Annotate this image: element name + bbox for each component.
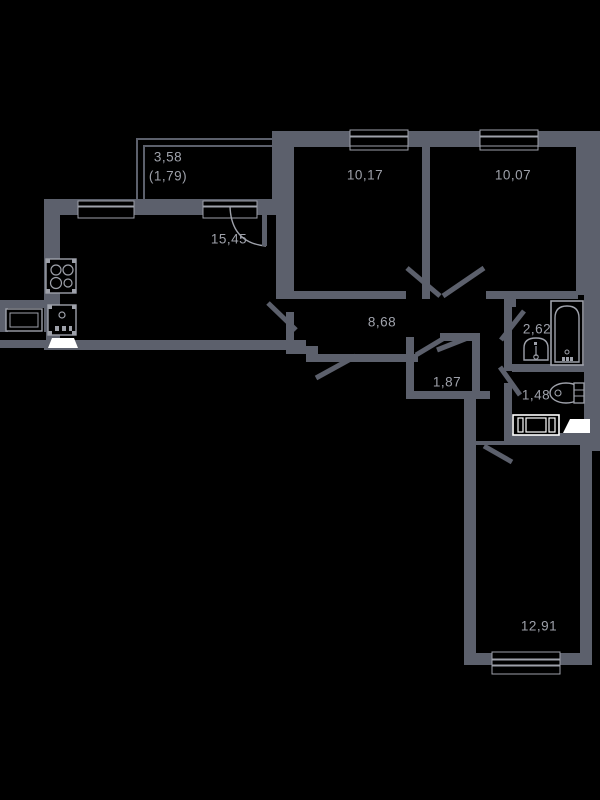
wall-entry-pier-2 bbox=[260, 199, 276, 207]
wall-wc-south bbox=[504, 433, 592, 443]
balcony-wall-top bbox=[136, 138, 272, 140]
door-bedroom-left bbox=[405, 266, 442, 298]
bathroom-sink-icon bbox=[523, 337, 549, 361]
wall-between-bedrooms-lower bbox=[422, 247, 430, 299]
room-label-bedroom-left: 10,17 bbox=[347, 168, 383, 183]
door-balcony bbox=[229, 204, 267, 247]
wall-kitchen-bottom bbox=[44, 340, 292, 350]
room-labels: 15,45 10,17 10,07 8,68 1,87 2,62 1,48 12… bbox=[149, 150, 557, 634]
wall-between-bedrooms-upper bbox=[422, 147, 430, 247]
fixture-group bbox=[45, 258, 590, 436]
balcony-wall-left bbox=[136, 138, 138, 202]
wall-storage-east bbox=[472, 337, 480, 399]
wall-window-recess-bottom bbox=[0, 340, 52, 348]
stove-icon bbox=[45, 258, 77, 294]
window-kitchen-left bbox=[0, 308, 46, 340]
window-bedroom-bottom bbox=[491, 651, 561, 675]
window-bedroom-left bbox=[349, 129, 409, 151]
room-label-kitchen-living: 15,45 bbox=[211, 232, 247, 247]
wall-bedroom-bottom-north bbox=[476, 441, 592, 445]
wall-bathroom-south bbox=[512, 364, 584, 372]
door-kitchen bbox=[266, 301, 298, 332]
wall-entry-pier bbox=[272, 147, 288, 207]
wall-exterior-top bbox=[272, 131, 600, 147]
wall-bedroom-left-west bbox=[286, 147, 294, 299]
room-label-bedroom-bottom: 12,91 bbox=[521, 619, 557, 634]
door-bedroom-right bbox=[441, 265, 486, 299]
kitchen-sink-icon bbox=[47, 304, 78, 348]
window-kitchen-top bbox=[77, 200, 135, 219]
wall-storage-north bbox=[440, 333, 480, 341]
room-label-storage: 1,87 bbox=[433, 375, 461, 390]
wall-storage-west bbox=[406, 337, 414, 399]
wall-kitchen-right-stub bbox=[286, 312, 294, 344]
bathtub-icon bbox=[550, 300, 584, 366]
door-storage bbox=[414, 334, 448, 358]
door-bedroom-bottom bbox=[314, 353, 358, 381]
door-storage-upper bbox=[436, 334, 471, 353]
wall-kitchen-right bbox=[276, 199, 286, 299]
room-label-bedroom-right: 10,07 bbox=[495, 168, 531, 183]
balcony-label-area-reduced: (1,79) bbox=[149, 169, 187, 184]
wall-storage-south bbox=[406, 391, 490, 399]
wall-bedroom-right-east bbox=[576, 147, 584, 295]
wall-hall-south bbox=[306, 354, 418, 362]
balcony-label-area: 3,58 bbox=[154, 150, 182, 165]
wall-bathroom-west-nub bbox=[504, 299, 516, 307]
room-label-wc: 1,48 bbox=[522, 388, 550, 403]
wall-window-recess-left bbox=[0, 300, 8, 348]
wall-wc-west bbox=[504, 383, 512, 441]
door-bathroom bbox=[499, 309, 526, 342]
balcony-wall-left-inner bbox=[143, 145, 145, 202]
toilet-icon bbox=[549, 382, 585, 404]
window-bedroom-right bbox=[479, 129, 539, 151]
wall-bedroom-right-south bbox=[486, 291, 578, 299]
room-label-bathroom: 2,62 bbox=[523, 322, 551, 337]
wall-bedroom-left-south bbox=[286, 291, 406, 299]
wall-top-pier-right bbox=[560, 131, 600, 147]
door-group bbox=[229, 204, 526, 465]
wall-window-recess-top bbox=[0, 300, 46, 308]
wc-counter-icon bbox=[512, 414, 590, 436]
wall-top-pier-center bbox=[406, 131, 424, 147]
room-label-hall: 8,68 bbox=[368, 315, 396, 330]
wall-bedroom-bottom-west bbox=[464, 399, 476, 665]
door-entrance bbox=[482, 443, 514, 465]
balcony-wall-top-inner bbox=[143, 145, 272, 147]
wall-hall-south-nub bbox=[306, 346, 318, 356]
wall-bedroom-bottom-east bbox=[580, 443, 592, 665]
door-wc bbox=[497, 365, 523, 397]
